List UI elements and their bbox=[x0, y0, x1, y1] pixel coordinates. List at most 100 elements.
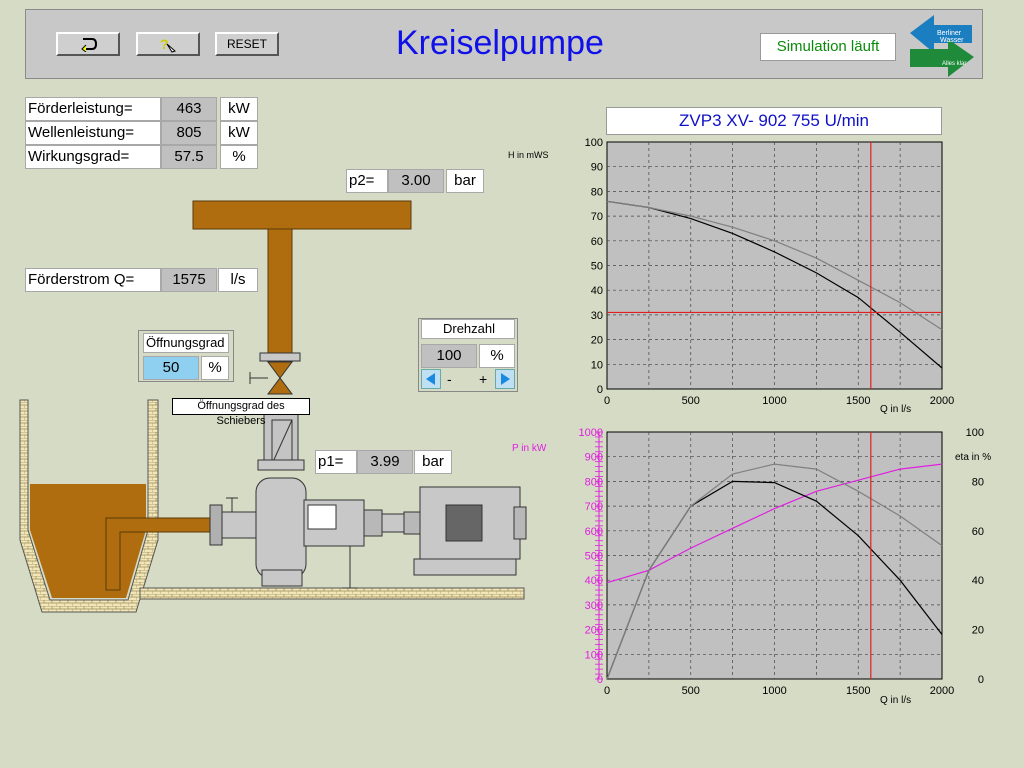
oeffnungsgrad-title: Öffnungsgrad bbox=[143, 333, 229, 353]
foerderstrom-label: Förderstrom Q= bbox=[25, 268, 161, 292]
discharge-pipe-vertical bbox=[267, 228, 293, 355]
pump-casing bbox=[255, 477, 307, 579]
chart1-xtick-label: 1500 bbox=[846, 395, 870, 407]
chart2-ytick-label: 500 bbox=[585, 551, 603, 563]
chart1-ytick-label: 90 bbox=[591, 162, 603, 174]
chart2-y2tick-label: 20 bbox=[972, 625, 984, 637]
chart1-xtick-label: 0 bbox=[604, 395, 610, 407]
drehzahl-plus-label: + bbox=[479, 371, 488, 387]
arrow-left-icon bbox=[426, 373, 435, 385]
chart1-ylabel: H in mWS bbox=[508, 150, 549, 160]
chart1-xtick-label: 1000 bbox=[762, 395, 786, 407]
logo-text-1: Berliner bbox=[937, 30, 962, 37]
drehzahl-decrease-button[interactable] bbox=[421, 369, 441, 389]
top-bar: ? RESET Kreiselpumpe Simulation läuft Be… bbox=[25, 9, 983, 79]
chart1-ytick-label: 50 bbox=[591, 261, 603, 273]
drehzahl-minus-label: - bbox=[447, 371, 452, 387]
p2-unit: bar bbox=[446, 169, 484, 193]
logo-text-2: Wasser bbox=[940, 37, 964, 44]
discharge-pipe-horizontal bbox=[192, 200, 412, 230]
wirkungsgrad-unit: % bbox=[220, 145, 258, 169]
foerderleistung-label: Förderleistung= bbox=[25, 97, 161, 121]
sump-wall bbox=[19, 399, 159, 613]
chart2-y2tick-label: 80 bbox=[972, 476, 984, 488]
chart2-y2tick-label: 60 bbox=[972, 526, 984, 538]
oeffnungsgrad-input[interactable]: 50 bbox=[143, 356, 199, 380]
drehzahl-value: 100 bbox=[421, 344, 477, 368]
chart2-xtick-label: 0 bbox=[604, 685, 610, 697]
foerderstrom-unit: l/s bbox=[218, 268, 258, 292]
chart2-ytick-label: 600 bbox=[585, 526, 603, 538]
back-button[interactable] bbox=[56, 32, 120, 56]
chart2-xtick-label: 2000 bbox=[930, 685, 954, 697]
p2-label: p2= bbox=[346, 169, 388, 193]
chart1-series-2 bbox=[606, 200, 943, 331]
chart1-ytick-label: 40 bbox=[591, 285, 603, 297]
chart1-xlabel: Q in l/s bbox=[880, 404, 911, 415]
simulation-status: Simulation läuft bbox=[760, 33, 896, 61]
logo-text-3: Alles klar bbox=[942, 61, 966, 67]
wirkungsgrad-label: Wirkungsgrad= bbox=[25, 145, 161, 169]
drehzahl-unit: % bbox=[479, 344, 515, 368]
chart2-ylabel: P in kW bbox=[512, 443, 547, 454]
wellenleistung-label: Wellenleistung= bbox=[25, 121, 161, 145]
foundation bbox=[139, 587, 525, 600]
valve-upper bbox=[267, 361, 293, 379]
charts-svg: H in mWS Q in l/s P in kW eta in % Q in … bbox=[508, 137, 991, 706]
oeffnungsgrad-unit: % bbox=[201, 356, 229, 380]
p1-value: 3.99 bbox=[357, 450, 413, 474]
foerderleistung-value: 463 bbox=[161, 97, 217, 121]
berliner-wasser-logo: Berliner Wasser Alles klar bbox=[910, 15, 974, 77]
chart2-ytick-label: 1000 bbox=[579, 427, 603, 439]
foerderstrom-value: 1575 bbox=[161, 268, 217, 292]
p2-value: 3.00 bbox=[388, 169, 444, 193]
chart2-y2tick-label: 0 bbox=[978, 674, 984, 686]
p1-label: p1= bbox=[315, 450, 357, 474]
chart2-y2tick-label: 100 bbox=[966, 427, 984, 439]
chart1-ytick-label: 80 bbox=[591, 186, 603, 198]
chart1-ytick-label: 10 bbox=[591, 359, 603, 371]
arrow-right-icon bbox=[501, 373, 510, 385]
wirkungsgrad-value: 57.5 bbox=[161, 145, 217, 169]
chart1-ytick-label: 0 bbox=[597, 384, 603, 396]
chart2-xtick-label: 1000 bbox=[762, 685, 786, 697]
drehzahl-panel: Drehzahl 100 % - + bbox=[418, 318, 518, 392]
wellenleistung-value: 805 bbox=[161, 121, 217, 145]
chart2-y2label: eta in % bbox=[955, 452, 991, 463]
chart2-ytick-label: 700 bbox=[585, 501, 603, 513]
drehzahl-title: Drehzahl bbox=[421, 319, 515, 339]
chart2-y2tick-label: 40 bbox=[972, 575, 984, 587]
pump-schematic bbox=[19, 200, 527, 613]
chart2-ytick-label: 100 bbox=[585, 649, 603, 661]
chart-title: ZVP3 XV- 902 755 U/min bbox=[606, 107, 942, 135]
help-pointer-icon: ? bbox=[160, 36, 176, 53]
chart2-xlabel: Q in l/s bbox=[880, 695, 911, 706]
p1-unit: bar bbox=[414, 450, 452, 474]
chart2-ytick-label: 900 bbox=[585, 452, 603, 464]
coupling bbox=[381, 513, 405, 533]
chart2-ytick-label: 0 bbox=[597, 674, 603, 686]
oeffnungsgrad-tooltip: Öffnungsgrad des Schiebers bbox=[172, 398, 310, 427]
chart2-ytick-label: 200 bbox=[585, 625, 603, 637]
chart1-ytick-label: 70 bbox=[591, 211, 603, 223]
chart1-ytick-label: 30 bbox=[591, 310, 603, 322]
chart2-ytick-label: 300 bbox=[585, 600, 603, 612]
help-button[interactable]: ? bbox=[136, 32, 200, 56]
chart2-xtick-label: 1500 bbox=[846, 685, 870, 697]
chart1-ytick-label: 60 bbox=[591, 236, 603, 248]
chart1-xtick-label: 2000 bbox=[930, 395, 954, 407]
chart1-ytick-label: 100 bbox=[585, 137, 603, 149]
chart2-series-1 bbox=[606, 463, 943, 584]
sump-water bbox=[30, 484, 146, 598]
svg-text:?: ? bbox=[160, 36, 169, 52]
pump-discharge-pipe bbox=[263, 413, 299, 465]
chart1-xtick-label: 500 bbox=[682, 395, 700, 407]
drehzahl-increase-button[interactable] bbox=[495, 369, 515, 389]
chart2-ytick-label: 800 bbox=[585, 476, 603, 488]
chart1-ytick-label: 20 bbox=[591, 335, 603, 347]
reset-button[interactable]: RESET bbox=[215, 32, 279, 56]
valve-lower bbox=[267, 377, 293, 395]
chart2-series-3 bbox=[606, 463, 943, 680]
chart2-ytick-label: 400 bbox=[585, 575, 603, 587]
wellenleistung-unit: kW bbox=[220, 121, 258, 145]
